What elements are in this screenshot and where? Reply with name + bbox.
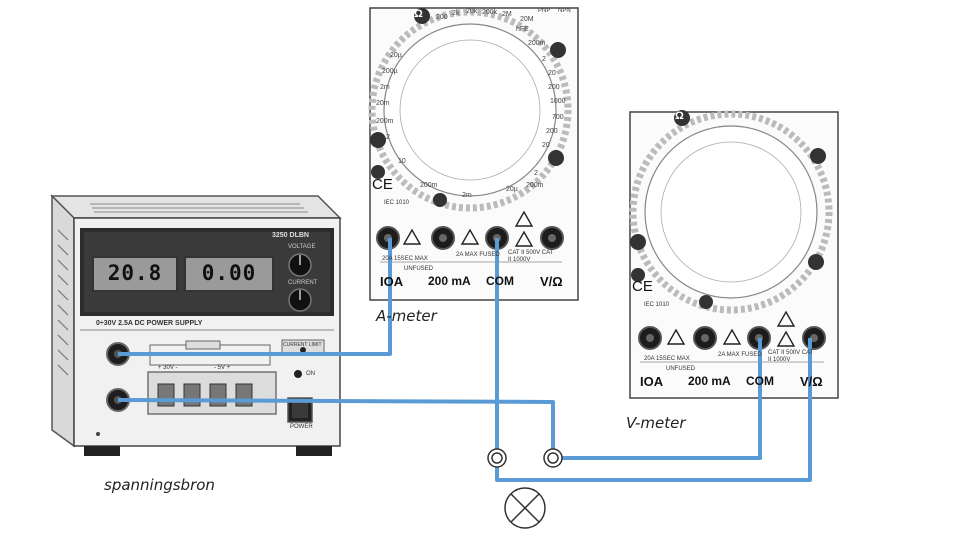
voltmeter-label-com: COM (746, 374, 774, 388)
dial-label: PNP (538, 8, 551, 14)
psu-power-label: POWER (290, 424, 313, 430)
psu-rail-a: + 30V - (158, 365, 178, 371)
lamp-terminal-left[interactable] (487, 448, 507, 468)
voltmeter-label-v: V/Ω (800, 374, 823, 389)
psu-model: 3250 DLBN (272, 232, 309, 239)
dial-label: 20 (548, 70, 556, 77)
psu-limit-label: CURRENT LIMIT (283, 342, 322, 348)
dial-label: 20µ (390, 52, 402, 59)
lamp-icon (504, 487, 546, 529)
ammeter-label-10a: IOA (380, 274, 404, 289)
dial-label: 200 (546, 128, 558, 135)
ammeter-note-10a: 20A 15SEC MAX (382, 256, 428, 262)
wire-lamp-to-voltmeter-v (495, 338, 812, 482)
dial-label: 700 (552, 114, 564, 121)
dial-label: 200 (548, 84, 560, 91)
ammeter-rotary-selector[interactable] (399, 39, 541, 181)
current-limit-led-icon (300, 347, 306, 353)
psu-current-knob-label: CURRENT (288, 280, 318, 286)
ammeter-note-unfused: UNFUSED (404, 266, 434, 272)
dial-label: 2 (542, 56, 546, 63)
dial-label: 2 (534, 170, 538, 177)
wire-psu-negative-to-lamp (117, 398, 555, 458)
ammeter-caption: A-meter (376, 307, 437, 325)
wire-psu-positive-to-ammeter (118, 238, 392, 356)
dial-label: 1000 (550, 98, 566, 105)
voltmeter-note-cat: CAT II 500V CAT II 1000V (768, 350, 814, 363)
dial-label: 200m (526, 182, 544, 189)
dial-label: 20M (520, 16, 534, 23)
ammeter-iec-label: IEC 1010 (384, 200, 410, 206)
dial-label: hFE (516, 26, 529, 33)
voltmeter-note-10a: 20A 15SEC MAX (644, 356, 690, 362)
ammeter-label-com: COM (486, 274, 514, 288)
dial-label: 20k (466, 8, 478, 15)
psu-caption: spanningsbron (104, 476, 215, 494)
ammeter-label-200ma: 200 mA (428, 274, 471, 288)
wire-lamp-to-voltmeter-com (553, 338, 762, 460)
psu-voltage-knob-label: VOLTAGE (288, 244, 316, 250)
voltmeter-note-unfused: UNFUSED (666, 366, 696, 372)
warning-icon (402, 210, 534, 247)
dial-label: 10 (398, 158, 406, 165)
voltmeter-rotary-selector[interactable] (660, 141, 802, 283)
voltmeter-dial-ring (629, 110, 833, 314)
dial-label: 20µ (506, 186, 518, 193)
ammeter-ohm-label: Ω (414, 8, 423, 20)
dial-label: 200m (376, 118, 394, 125)
warning-icon (666, 310, 796, 347)
voltmeter-caption: V-meter (626, 414, 686, 432)
voltmeter-label-200ma: 200 mA (688, 374, 731, 388)
lamp-terminal-right[interactable] (543, 448, 563, 468)
psu-spec: 0÷30V 2.5A DC POWER SUPPLY (96, 320, 203, 327)
ammeter-note-cat: CAT II 500V CAT II 1000V (508, 250, 554, 263)
dial-label: NPN (558, 8, 571, 14)
dial-label: 2m (462, 192, 472, 199)
dial-label: 200m (528, 40, 546, 47)
wires (117, 238, 812, 482)
dial-label: 20m (376, 100, 390, 107)
dial-label: 2 (386, 134, 390, 141)
voltmeter-ce-mark: CE (632, 278, 653, 295)
dial-label: 200k (482, 9, 498, 16)
dial-label: 200µ (382, 68, 398, 75)
psu-rail-b: - 5V + (214, 365, 231, 371)
voltmeter-iec-label: IEC 1010 (644, 302, 670, 308)
psu-current-display: 0.00 (184, 256, 274, 292)
voltmeter (629, 110, 839, 399)
ammeter-dial-ring (368, 8, 572, 212)
psu-power-on: ON (306, 371, 315, 377)
dial-label: 200 (436, 14, 448, 21)
dial-label: 2M (502, 11, 512, 18)
dial-label: 200m (420, 182, 438, 189)
voltmeter-label-10a: IOA (640, 374, 664, 389)
psu-voltage-display: 20.8 (92, 256, 178, 292)
dial-label: 2m (380, 84, 390, 91)
voltmeter-note-ma: 2A MAX FUSED (718, 352, 762, 358)
ammeter (368, 7, 579, 301)
voltmeter-ohm-label: Ω (675, 110, 684, 122)
dial-label: 20 (542, 142, 550, 149)
ammeter-ce-mark: CE (372, 176, 393, 193)
ammeter-label-v: V/Ω (540, 274, 563, 289)
dial-label: 2k (452, 10, 460, 17)
ammeter-note-ma: 2A MAX FUSED (456, 252, 500, 258)
power-led-icon (294, 370, 302, 378)
